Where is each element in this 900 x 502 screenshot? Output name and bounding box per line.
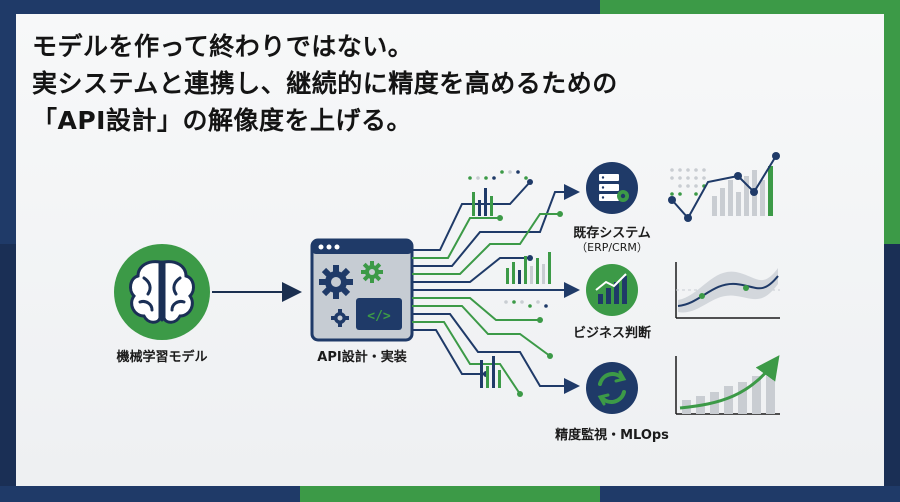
frame-bottom-left	[0, 486, 300, 502]
circuit-dots	[483, 179, 563, 397]
frame-left-top	[0, 14, 16, 244]
circuit-lines	[412, 181, 580, 395]
monitoring-label: 精度監視・MLOps	[555, 428, 669, 443]
api-label: API設計・実装	[317, 350, 407, 365]
frame-top-left	[0, 0, 300, 14]
api-window: </>	[310, 238, 414, 342]
mini-chart-trend	[668, 152, 780, 222]
frame-left-bottom	[0, 244, 16, 486]
decor-bars	[468, 170, 551, 388]
systems-label: 既存システム	[573, 226, 651, 241]
frame-right-top	[884, 14, 900, 244]
frame-top-center	[300, 0, 600, 14]
headline-line-1: モデルを作って終わりではない。	[32, 32, 414, 61]
model-label: 機械学習モデル	[116, 350, 208, 365]
frame-bottom-center	[300, 486, 600, 502]
business-label: ビジネス判断	[572, 326, 651, 341]
headline: モデルを作って終わりではない。 実システムと連携し、継続的に精度を高めるための …	[32, 28, 672, 139]
refresh-cycle-icon	[597, 370, 627, 406]
frame-top-right	[600, 0, 900, 14]
mini-chart-growth	[675, 355, 780, 415]
headline-line-3: 「API設計」の解像度を上げる。	[32, 106, 412, 135]
brain-icon	[129, 260, 195, 324]
business-node	[586, 264, 638, 316]
gear-small-navy-icon	[331, 309, 349, 327]
systems-node	[586, 162, 638, 214]
gear-small-green-icon	[361, 261, 383, 283]
frame-right-bottom	[884, 244, 900, 486]
server-gear-icon	[599, 174, 629, 202]
svg-text:</>: </>	[367, 309, 391, 324]
headline-line-2: 実システムと連携し、継続的に精度を高めるための	[32, 69, 618, 98]
monitoring-node	[586, 362, 638, 414]
gear-large-icon	[319, 265, 353, 299]
brain-node	[114, 244, 210, 340]
frame-bottom-right	[600, 486, 900, 502]
code-window-icon: </>	[356, 298, 402, 330]
systems-sublabel: （ERP/CRM）	[576, 241, 648, 254]
mini-chart-forecast	[675, 262, 780, 319]
bar-chart-up-icon	[595, 273, 627, 304]
